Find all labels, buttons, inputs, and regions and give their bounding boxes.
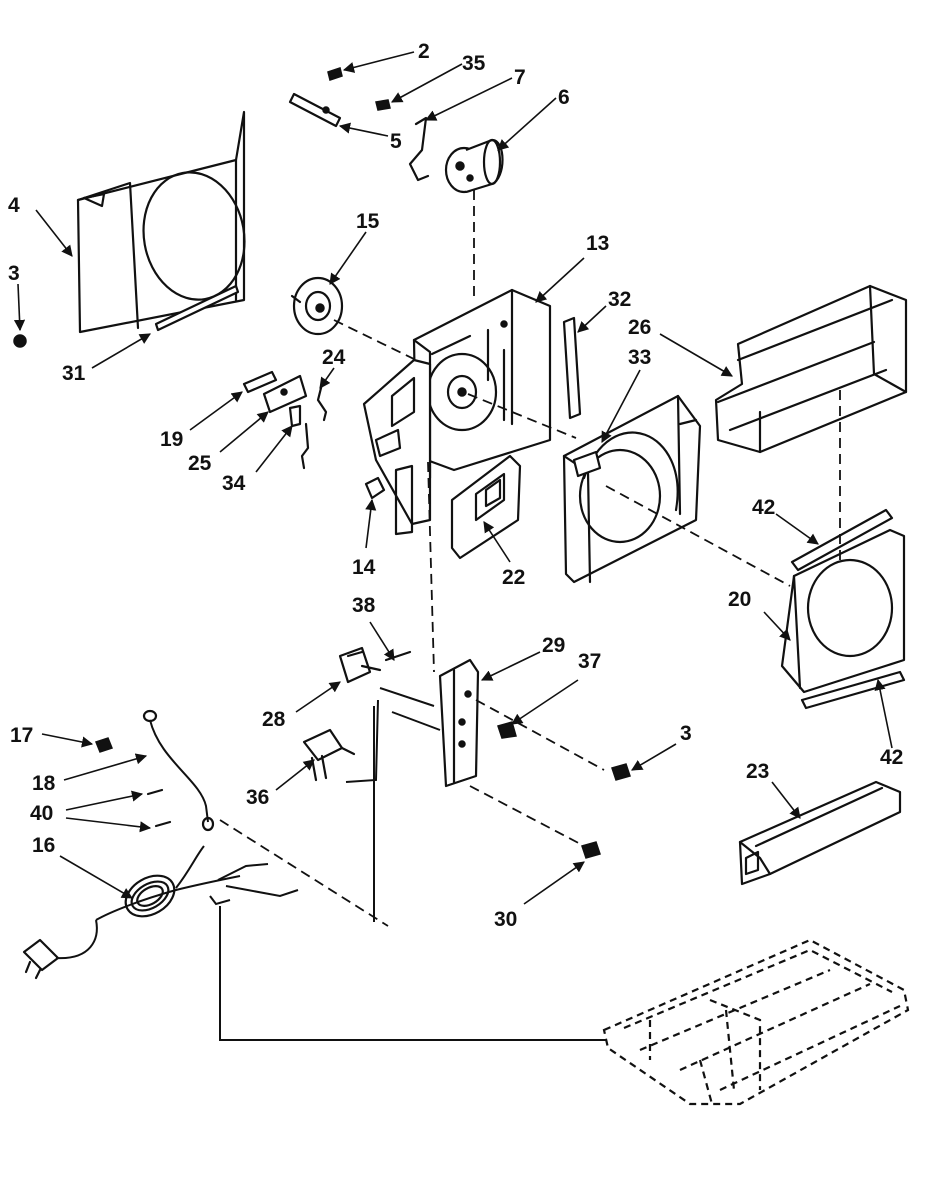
callout-15: 15 xyxy=(356,210,380,233)
callout-30: 30 xyxy=(494,908,517,931)
callout-2: 2 xyxy=(418,40,430,63)
callout-16: 16 xyxy=(32,834,55,857)
seal-strip-part-32 xyxy=(562,316,582,420)
callout-26: 26 xyxy=(628,316,651,339)
power-cord-part-16 xyxy=(22,845,299,980)
callout-22: 22 xyxy=(502,566,525,589)
callout-13: 13 xyxy=(586,232,609,255)
bulkhead-part-13 xyxy=(412,288,552,480)
callout-3: 3 xyxy=(8,262,20,285)
base-pan-phantom xyxy=(602,938,910,1106)
callout-17: 17 xyxy=(10,724,33,747)
callout-labels: 2 35 7 6 5 4 3 31 15 13 32 26 33 24 19 2… xyxy=(8,40,903,931)
switch-group-19-25-24-34 xyxy=(242,370,328,470)
callout-42: 42 xyxy=(880,746,903,769)
callout-25: 25 xyxy=(188,452,212,475)
blower-housing-part-33 xyxy=(562,394,702,584)
callout-33: 33 xyxy=(628,346,651,369)
callout-38: 38 xyxy=(352,594,376,617)
callout-5: 5 xyxy=(390,130,402,153)
callout-leaders xyxy=(13,51,893,905)
callout-34: 34 xyxy=(222,472,246,495)
assembly-reference-lines xyxy=(219,190,841,927)
fan-hub-part-15 xyxy=(290,276,344,336)
air-duct-part-26 xyxy=(714,284,908,454)
callout-36: 36 xyxy=(246,786,269,809)
callout-7: 7 xyxy=(514,66,526,89)
callout-32: 32 xyxy=(608,288,631,311)
callout-35: 35 xyxy=(462,52,486,75)
ground-wire-group xyxy=(95,709,215,832)
screw-part-3-left xyxy=(13,334,27,348)
orifice-panel-part-20 xyxy=(780,528,906,694)
wiring-harness-36 xyxy=(345,687,441,783)
callout-4: 4 xyxy=(8,194,20,217)
callout-28: 28 xyxy=(262,708,286,731)
callout-3: 3 xyxy=(680,722,692,745)
callout-37: 37 xyxy=(578,650,601,673)
callout-6: 6 xyxy=(558,86,570,109)
screw-part-3-right xyxy=(611,763,631,781)
gasket-strip-part-42-upper xyxy=(790,508,894,572)
callout-42: 42 xyxy=(752,496,775,519)
callout-29: 29 xyxy=(542,634,565,657)
callout-19: 19 xyxy=(160,428,183,451)
control-bracket-part-14 xyxy=(362,358,432,536)
callout-40: 40 xyxy=(30,802,53,825)
control-components-group xyxy=(302,646,517,788)
callout-31: 31 xyxy=(62,362,86,385)
callout-20: 20 xyxy=(728,588,751,611)
screw-part-30 xyxy=(581,841,601,859)
callout-18: 18 xyxy=(32,772,56,795)
support-rail-part-23 xyxy=(738,780,902,886)
trim-strip-part-31 xyxy=(154,284,240,332)
connector-lines xyxy=(219,706,606,1041)
callout-24: 24 xyxy=(322,346,346,369)
callout-14: 14 xyxy=(352,556,376,579)
callout-23: 23 xyxy=(746,760,769,783)
cover-plate-part-22 xyxy=(450,454,522,560)
top-hardware-group xyxy=(288,67,504,194)
front-panel-part-4 xyxy=(76,110,246,334)
